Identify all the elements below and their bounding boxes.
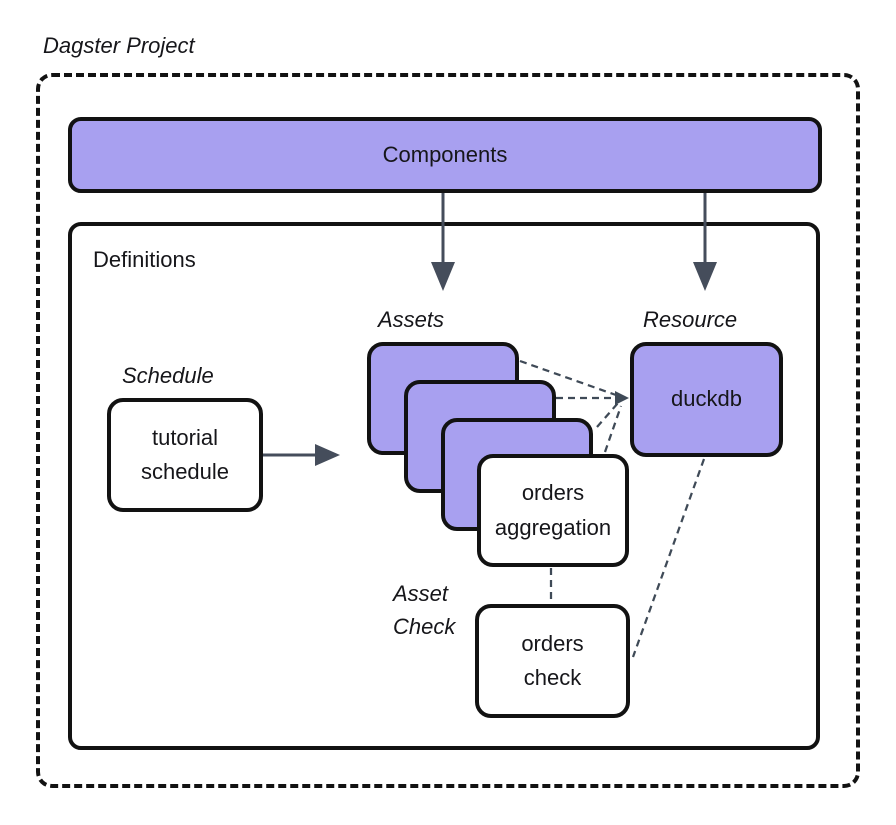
- project-boundary-box: [36, 73, 860, 788]
- components-node: Components: [68, 117, 822, 193]
- asset-check-section-label: Asset Check: [393, 581, 456, 639]
- assets-section-label: Assets: [378, 307, 445, 332]
- tutorial-schedule-node: tutorial schedule: [107, 398, 263, 512]
- project-title: Dagster Project: [43, 33, 195, 58]
- duckdb-resource-node: duckdb: [630, 342, 783, 457]
- schedule-section-label: Schedule: [122, 363, 214, 388]
- definitions-label: Definitions: [93, 247, 196, 272]
- components-label: Components: [382, 142, 508, 167]
- orders-aggregation-node: orders aggregation: [477, 454, 629, 567]
- resource-section-label: Resource: [643, 307, 738, 332]
- orders-check-node: orders check: [475, 604, 630, 718]
